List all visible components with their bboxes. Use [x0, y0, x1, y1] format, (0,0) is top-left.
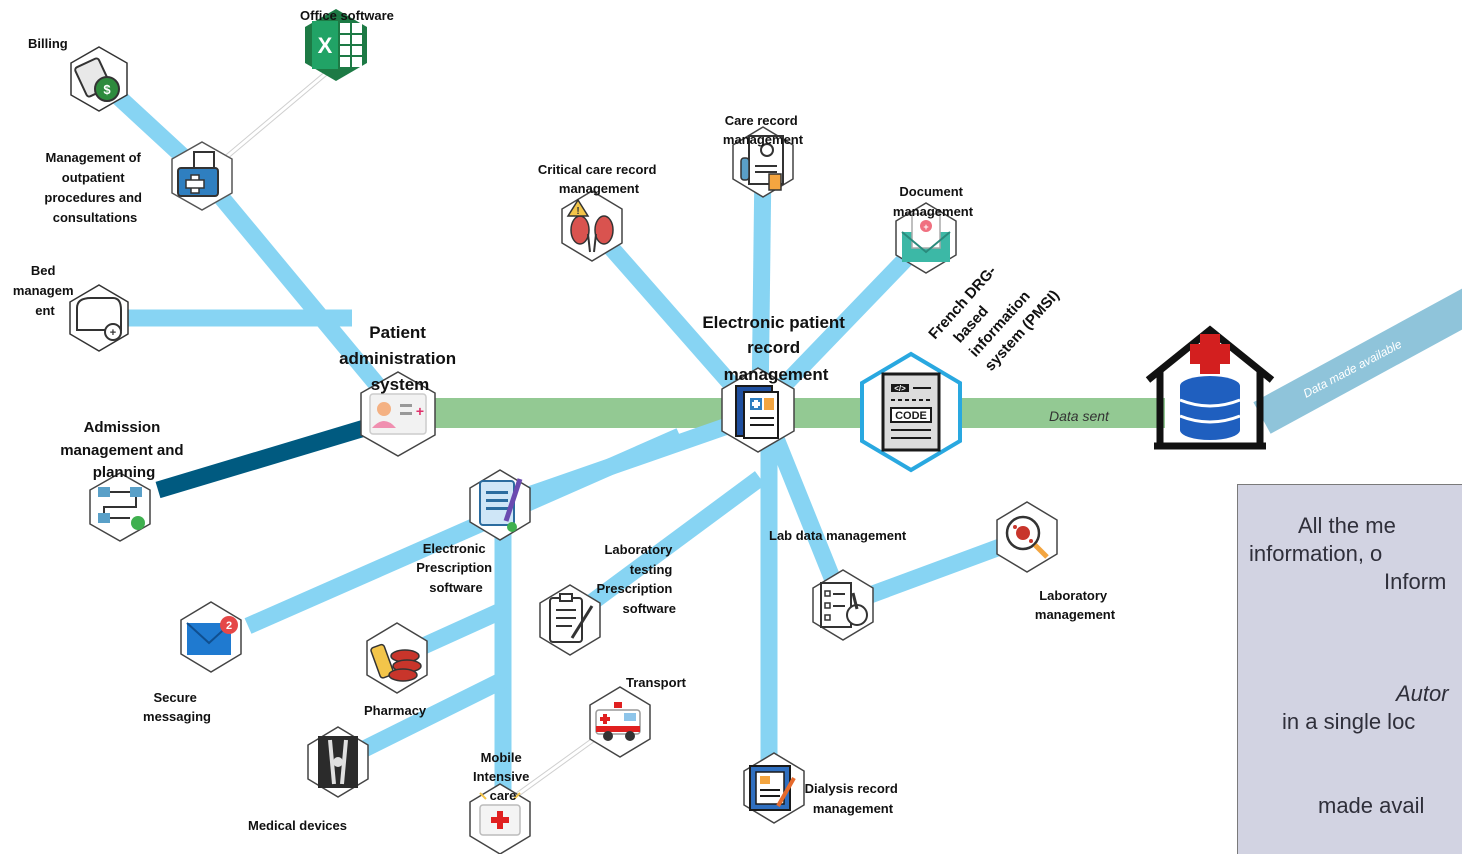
label-outpatient: Management of outpatient procedures and … — [44, 150, 145, 225]
medical-mail-icon[interactable]: + — [895, 202, 957, 274]
svg-text:</>: </> — [894, 384, 906, 393]
summary-line-2: information, o — [1249, 541, 1383, 566]
label-e-prescription: Electronic Prescription software — [416, 541, 495, 595]
lab-report-icon[interactable] — [732, 126, 794, 198]
label-pmsi: French DRG- based information system (PM… — [925, 245, 1062, 385]
svg-text:X: X — [318, 33, 333, 58]
label-document-management: Document management — [893, 184, 974, 219]
xray-bones-icon[interactable] — [307, 726, 369, 798]
summary-line-6: made avail — [1318, 793, 1425, 818]
summary-line-1: All the me — [1298, 513, 1396, 538]
light-blue-links — [93, 72, 1030, 810]
label-billing: Billing — [28, 36, 68, 51]
label-dialysis: Dialysis record management — [805, 781, 902, 816]
label-secure-messaging: Secure messaging — [143, 690, 211, 724]
link-document-epr — [755, 234, 931, 414]
checklist-microscope-icon[interactable] — [812, 569, 874, 641]
planning-workflow-icon[interactable] — [89, 472, 151, 542]
summary-line-4: Autor — [1396, 681, 1449, 706]
label-critical-care: Critical care record management — [538, 162, 660, 196]
billing-icon[interactable]: $ — [70, 46, 128, 112]
svg-text:2: 2 — [226, 620, 232, 632]
label-mobile-icu: Mobile Intensive care — [473, 750, 533, 803]
envelope-notification-icon[interactable]: 2 — [180, 601, 242, 673]
label-transport: Transport — [626, 675, 687, 690]
label-care-record: Care record management — [723, 113, 804, 147]
patient-record-icon[interactable] — [721, 367, 795, 453]
svg-text:+: + — [923, 222, 928, 232]
link-admission-patientadmin — [155, 409, 401, 499]
first-aid-kit-icon[interactable] — [469, 783, 531, 854]
prescription-notepad-icon[interactable] — [469, 469, 531, 541]
outpatient-folder-icon[interactable] — [171, 141, 233, 211]
label-lab-management: Laboratory management — [1035, 588, 1116, 622]
pills-icon[interactable] — [366, 622, 428, 694]
svg-text:+: + — [416, 403, 424, 419]
label-lab-data: Lab data management — [769, 528, 907, 543]
label-patient-admin: Patient administration system — [339, 323, 461, 394]
link-outpatient-patientadmin — [195, 168, 405, 416]
label-bed-management: Bed managem ent — [13, 263, 77, 318]
link-care-epr — [751, 161, 772, 409]
link-labtesting-epr — [562, 471, 766, 627]
label-medical-devices: Medical devices — [248, 818, 347, 833]
summary-text-box: All the me information, o Inform Autor i… — [1237, 484, 1462, 854]
label-data-sent: Data sent — [1049, 408, 1110, 424]
label-office-software: Office software — [300, 8, 394, 23]
svg-text:+: + — [110, 327, 116, 339]
kidneys-warning-icon[interactable]: ! — [561, 190, 623, 262]
code-document-icon[interactable]: </> CODE — [860, 351, 962, 473]
svg-text:CODE: CODE — [895, 410, 927, 422]
spreadsheet-icon[interactable]: X — [305, 9, 367, 81]
svg-text:!: ! — [576, 206, 579, 217]
bed-icon[interactable]: + — [69, 284, 129, 352]
link-messaging-epr — [244, 428, 684, 634]
ambulance-icon[interactable] — [589, 686, 651, 758]
label-admission: Admission management and planning — [60, 419, 188, 481]
label-epr: Electronic patient record management — [702, 313, 849, 384]
patient-id-card-icon[interactable]: + — [360, 371, 436, 457]
hospital-database-icon[interactable] — [1145, 325, 1275, 450]
virus-magnifier-icon[interactable] — [996, 501, 1058, 573]
clipboard-pen-icon[interactable] — [539, 584, 601, 656]
summary-line-3: Inform — [1384, 569, 1447, 594]
svg-text:$: $ — [103, 82, 111, 97]
label-pharmacy: Pharmacy — [364, 703, 427, 718]
flow-data-made-available — [1253, 288, 1462, 434]
label-lab-testing: Laboratory testing Prescription software — [597, 542, 676, 616]
report-pen-icon[interactable] — [743, 752, 805, 824]
summary-line-5: in a single loc — [1282, 709, 1416, 734]
nodes: $ X + — [69, 9, 1275, 854]
link-critical-epr — [585, 220, 759, 414]
